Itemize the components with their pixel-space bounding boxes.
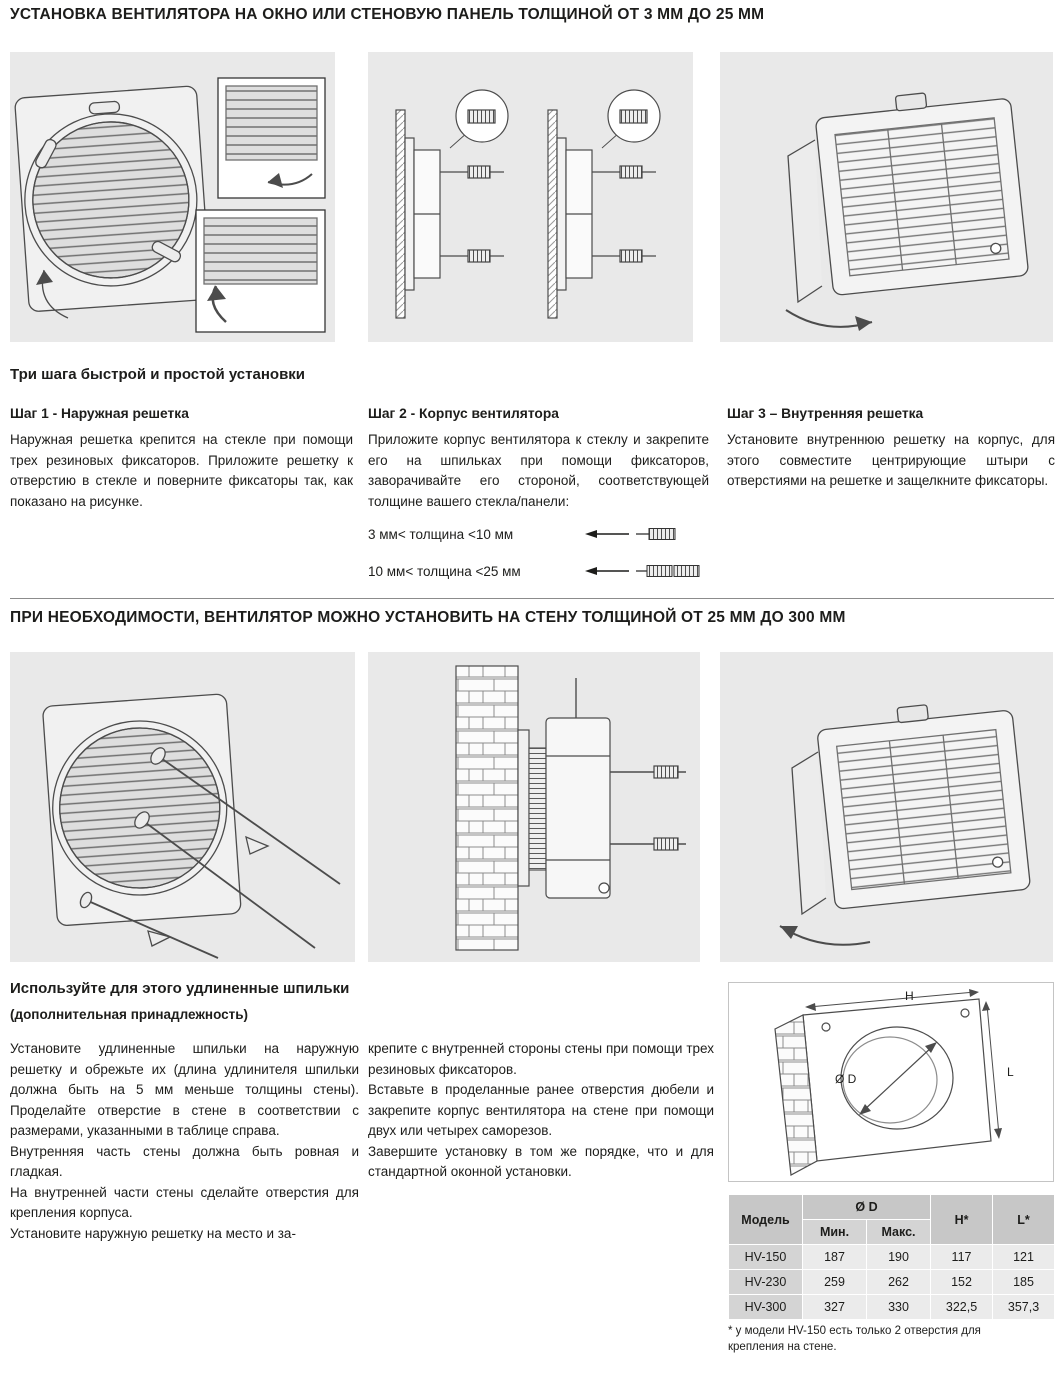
d-max-cell: 190 (865, 1244, 932, 1270)
rubber-fixator-long-icon (636, 565, 700, 577)
d-min-cell: 327 (802, 1294, 867, 1320)
figure-fan-3d-inner-grille (785, 92, 1029, 331)
page-title-wall-install: ПРИ НЕОБХОДИМОСТИ, ВЕНТИЛЯТОР МОЖНО УСТА… (10, 609, 846, 626)
section2-subtitle: Используйте для этого удлиненные шпильки (10, 980, 350, 997)
figure-fan-3d-wall (779, 704, 1031, 946)
dim-l-label: L (1007, 1065, 1014, 1079)
step-1-title: Шаг 1 - Наружная решетка (10, 406, 189, 421)
step-3-text: Установите внутреннюю решетку на корпус,… (727, 432, 1055, 489)
col-header-model: Модель (728, 1194, 803, 1245)
d-max-cell: 330 (865, 1294, 932, 1320)
table-row: HV-300 327 330 322,5 357,3 (728, 1294, 1056, 1320)
model-cell: HV-150 (728, 1244, 803, 1270)
figure-panel-outer-grille (10, 52, 335, 342)
thickness-row-2: 10 мм< толщина <25 мм (368, 563, 708, 579)
l-cell: 185 (992, 1269, 1056, 1295)
table-header-row-2: Мин. Макс. (729, 1219, 1055, 1245)
figure-outer-grille (14, 77, 326, 333)
figure-panel-grille-long-pins (10, 652, 355, 962)
figure-panel-wall-section (368, 652, 700, 962)
figure-panel-fan-3d (720, 652, 1053, 962)
table-header-row-1: Модель Ø D H* L* (728, 1194, 1056, 1245)
col-header-diameter: Ø D (801, 1194, 932, 1220)
thickness-row-1: 3 мм< толщина <10 мм (368, 526, 708, 542)
figure-panel-inner-grille (720, 52, 1053, 342)
d-min-cell: 187 (802, 1244, 867, 1270)
thickness-2-label: 10 мм< толщина <25 мм (368, 563, 521, 579)
left-arrow-icon (585, 530, 629, 538)
step-2-text: Приложите корпус вентилятора к стеклу и … (368, 432, 709, 509)
dim-d-label: Ø D (835, 1072, 857, 1086)
section2-subtitle-note: (дополнительная принадлежность) (10, 1007, 249, 1022)
d-min-cell: 259 (802, 1269, 867, 1295)
step-2-block: Шаг 2 - Корпус вентилятора Приложите кор… (368, 406, 709, 512)
h-cell: 322,5 (930, 1294, 994, 1320)
section2-column-2: крепите с внутренней стороны стены при п… (368, 1041, 714, 1180)
col-header-d-min: Мин. (802, 1219, 867, 1245)
page-title-window-install: УСТАНОВКА ВЕНТИЛЯТОРА НА ОКНО ИЛИ СТЕНОВ… (10, 6, 765, 23)
h-cell: 117 (930, 1244, 994, 1270)
thickness-1-label: 3 мм< толщина <10 мм (368, 526, 514, 542)
table-footnote: * у модели HV-150 есть только 2 отверсти… (728, 1325, 981, 1353)
left-arrow-icon (585, 567, 629, 575)
dim-h-label: H (905, 989, 914, 1003)
figure-fan-body-side (395, 89, 661, 319)
model-cell: HV-300 (728, 1294, 803, 1320)
l-cell: 121 (992, 1244, 1056, 1270)
figure-panel-body-mounting (368, 52, 693, 342)
table-row: HV-150 187 190 117 121 (728, 1244, 1056, 1270)
figure-wall-mounting-side (455, 665, 686, 951)
section-divider (10, 598, 1054, 599)
step-1-block: Шаг 1 - Наружная решетка Наружная решетк… (10, 406, 353, 512)
step-1-text: Наружная решетка крепится на стекле при … (10, 432, 353, 509)
h-cell: 152 (930, 1269, 994, 1295)
l-cell: 357,3 (992, 1294, 1056, 1320)
step-3-title: Шаг 3 – Внутренняя решетка (727, 406, 924, 421)
section1-subtitle: Три шага быстрой и простой установки (10, 366, 306, 383)
figure-grille-extended-pins (42, 693, 341, 959)
wall-hole-diagram-box: H L Ø D (728, 982, 1054, 1182)
dimensions-table: Модель Ø D H* L* Мин. Макс. HV-150 187 1… (728, 1194, 1056, 1320)
col-header-l: L* (992, 1194, 1056, 1245)
col-header-h: H* (930, 1194, 994, 1245)
d-max-cell: 262 (865, 1269, 932, 1295)
figure-wall-hole-dimensions: H L Ø D (774, 989, 1014, 1176)
step-3-block: Шаг 3 – Внутренняя решетка Установите вн… (727, 406, 1055, 492)
col-header-d-max: Макс. (865, 1219, 932, 1245)
rubber-fixator-short-icon (636, 528, 676, 540)
model-cell: HV-230 (728, 1269, 803, 1295)
table-row: HV-230 259 262 152 185 (728, 1269, 1056, 1295)
section2-column-1: Установите удлиненные шпильки на наружну… (10, 1041, 359, 1241)
step-2-title: Шаг 2 - Корпус вентилятора (368, 406, 559, 421)
